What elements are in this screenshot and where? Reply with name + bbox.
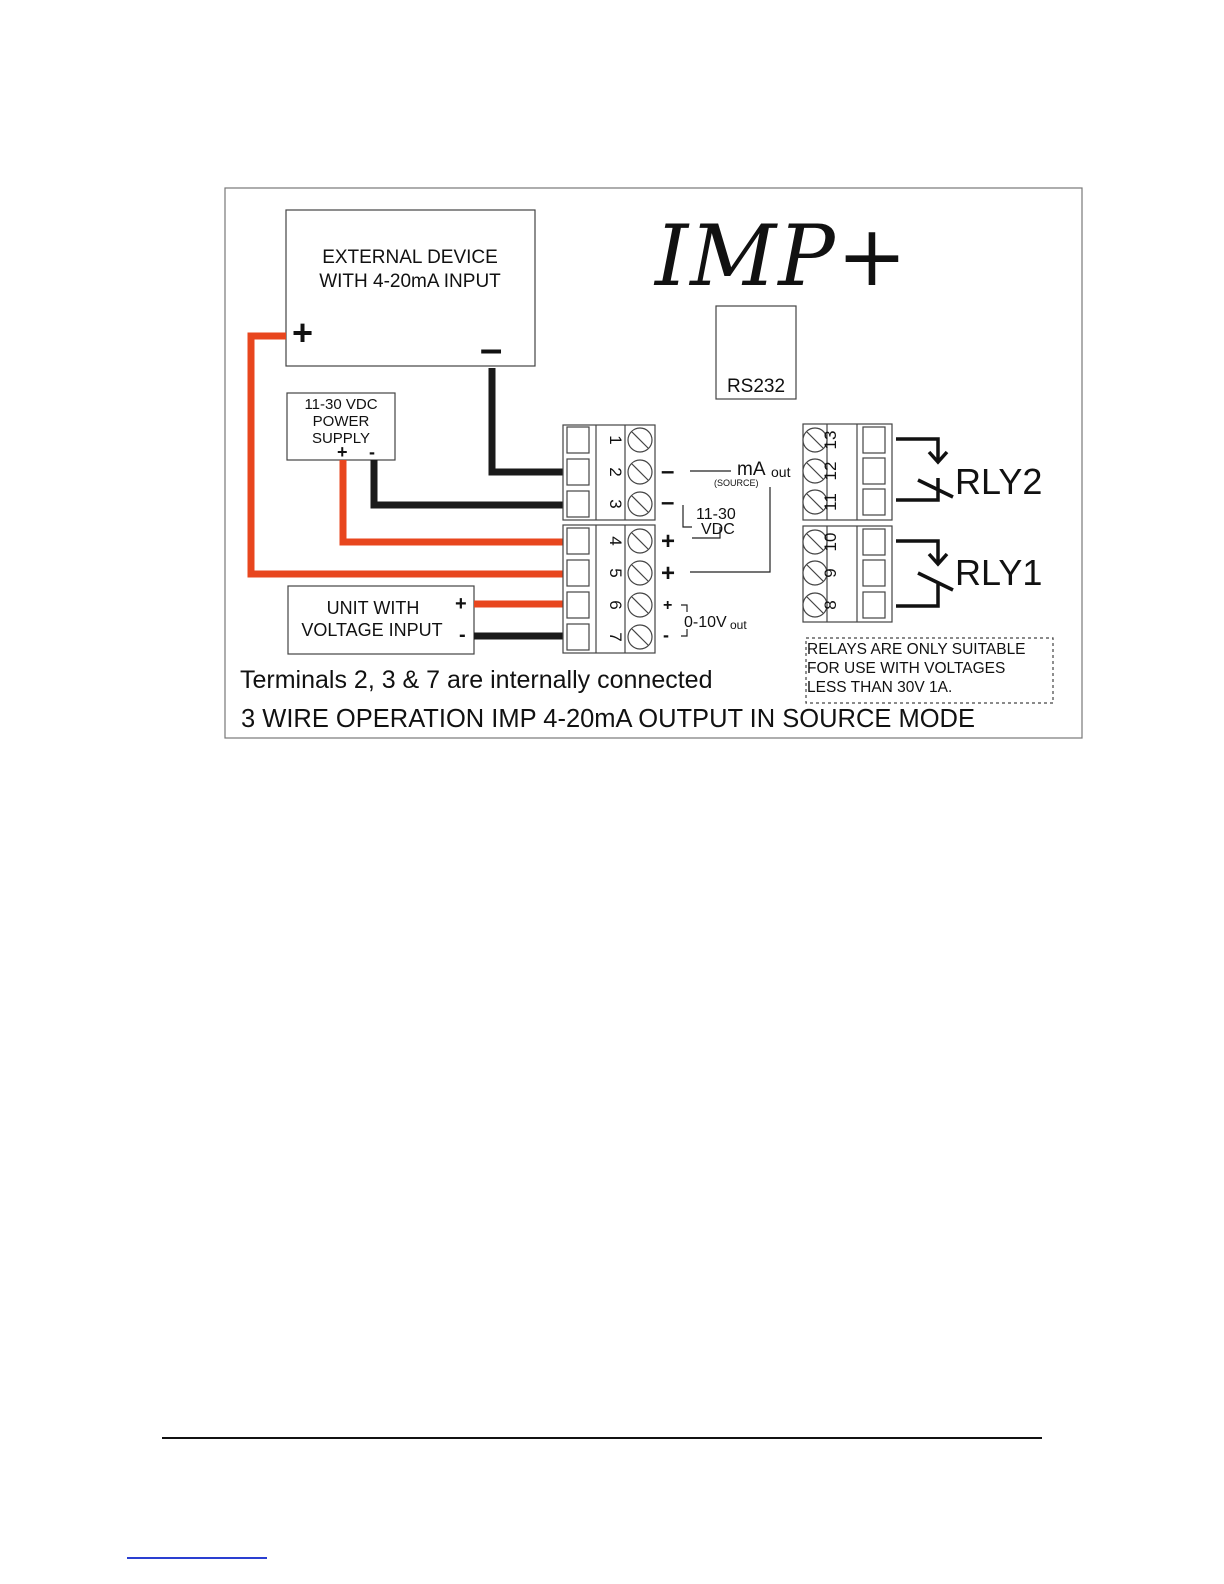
- terminal-13: 13: [821, 431, 840, 450]
- unit-voltage-minus: -: [459, 624, 466, 646]
- terminal-9: 9: [821, 568, 840, 577]
- terminal-cell-2: [566, 458, 653, 486]
- terminal-cell-7: [566, 623, 653, 651]
- relay-terminal-cell-9: [802, 559, 886, 587]
- external-device-minus: –: [480, 327, 502, 371]
- power-supply-plus: +: [337, 442, 348, 462]
- terminal-8: 8: [821, 600, 840, 609]
- wire-ps-minus-to-t3: [370, 460, 578, 509]
- rly1-contact-symbol: [896, 539, 954, 608]
- terminal-cell-4: [566, 527, 653, 555]
- sign-minus-2: –: [661, 458, 674, 485]
- unit-voltage-label-2: VOLTAGE INPUT: [301, 620, 442, 640]
- power-supply-minus: -: [369, 442, 375, 462]
- unit-voltage-box: [287, 585, 475, 655]
- ma-out-sub: out: [771, 464, 791, 480]
- external-device-box: [285, 209, 536, 367]
- rs232-label: RS232: [727, 376, 785, 397]
- relay-note-line-3: LESS THAN 30V 1A.: [807, 679, 952, 696]
- wires: [247, 332, 578, 640]
- relay-note-line-2: FOR USE WITH VOLTAGES: [807, 660, 1005, 677]
- imp-logo: IMP+: [653, 207, 909, 305]
- terminal-11: 11: [821, 493, 840, 511]
- terminal-5: 5: [606, 568, 625, 577]
- terminal-cell-5: [566, 559, 653, 587]
- relay-terminal-cell-12: [802, 457, 886, 485]
- relay-terminal-cell-13: [802, 426, 886, 454]
- terminal-1: 1: [606, 435, 625, 444]
- footer-link-underline[interactable]: [127, 1557, 267, 1559]
- terminal-2: 2: [606, 467, 625, 476]
- vdc-label-1: 11-30: [696, 506, 736, 523]
- power-supply-label-3: SUPPLY: [312, 430, 370, 447]
- right-terminal-cells: [802, 426, 886, 619]
- unit-voltage-plus: +: [455, 593, 467, 615]
- external-device-label-2: WITH 4-20mA INPUT: [319, 271, 501, 292]
- sign-minus-3: –: [661, 489, 674, 516]
- ma-out-leader: [681, 470, 771, 637]
- rs232-port: [715, 305, 797, 400]
- rly2-label: RLY2: [955, 461, 1042, 502]
- relay-terminal-cell-10: [802, 528, 886, 556]
- power-supply-label-1: 11-30 VDC: [304, 396, 377, 413]
- terminal-4: 4: [606, 536, 625, 545]
- footer-rule: [162, 1437, 1042, 1439]
- terminal-10: 10: [821, 533, 840, 552]
- rly1-label: RLY1: [955, 552, 1042, 593]
- v-out-label: 0-10V: [684, 614, 727, 631]
- terminal-cell-3: [566, 490, 653, 518]
- sign-plus-5: +: [661, 560, 675, 587]
- power-supply-label-2: POWER: [313, 413, 370, 430]
- relay-terminal-cell-8: [802, 591, 886, 619]
- terminal-6: 6: [606, 600, 625, 609]
- left-terminal-cells: [566, 426, 653, 651]
- diagram-caption: 3 WIRE OPERATION IMP 4-20mA OUTPUT IN SO…: [241, 705, 975, 733]
- terminal-cell-6: [566, 591, 653, 619]
- terminal-7: 7: [606, 632, 625, 641]
- terminal-cell-1: [566, 426, 653, 454]
- vdc-label-2: VDC: [701, 521, 735, 538]
- internal-connection-note: Terminals 2, 3 & 7 are internally connec…: [240, 666, 712, 694]
- source-label: (SOURCE): [714, 478, 759, 488]
- sign-plus-4: +: [661, 528, 675, 555]
- rly2-contact-symbol: [896, 437, 954, 502]
- terminal-12: 12: [821, 462, 840, 481]
- ma-out-label: mA: [737, 459, 766, 480]
- external-device-plus: +: [292, 312, 313, 353]
- sign-plus-6: +: [663, 597, 672, 614]
- wire-ext-minus-to-t2: [488, 368, 578, 476]
- relay-note-line-1: RELAYS ARE ONLY SUITABLE: [807, 641, 1026, 658]
- sign-minus-7: -: [663, 625, 669, 645]
- wire-ps-plus-to-t4: [339, 460, 578, 546]
- v-out-sub: out: [730, 618, 747, 632]
- terminal-3: 3: [606, 499, 625, 508]
- external-device-label-1: EXTERNAL DEVICE: [322, 247, 498, 268]
- wire-ext-plus-to-t5: [247, 332, 578, 578]
- terminal-numbers: 1 2 3 4 5 6 7 13 12 11 10 9 8: [606, 431, 840, 642]
- relay-terminal-cell-11: [802, 488, 886, 516]
- unit-voltage-label-1: UNIT WITH: [327, 598, 420, 618]
- power-supply-box: [286, 392, 396, 461]
